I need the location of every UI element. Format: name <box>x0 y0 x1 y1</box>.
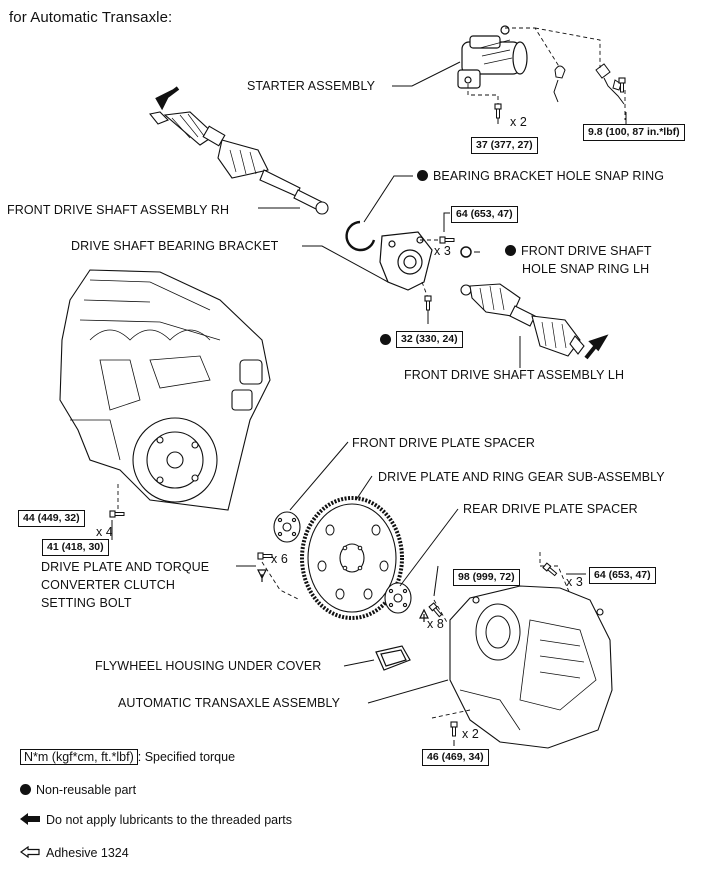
solid-arrow-lh <box>584 334 609 360</box>
legend-no-lubricant: Do not apply lubricants to the threaded … <box>20 813 292 828</box>
non-reusable-dot-icon <box>417 170 428 181</box>
legend-non-reusable-text: Non-reusable part <box>36 783 137 797</box>
legend-torque-unit-box: N*m (kgf*cm, ft.*lbf) <box>20 749 138 765</box>
qty-starter: x 2 <box>510 115 527 129</box>
rear-drive-plate-spacer <box>384 582 412 614</box>
drive-shaft-bearing-bracket <box>379 231 433 291</box>
non-reusable-dot-icon <box>505 245 516 256</box>
label-setting-bolt-line3: SETTING BOLT <box>41 596 132 610</box>
torque-box-transaxle-bottom: 46 (469, 34) <box>422 749 489 766</box>
non-reusable-dot-icon <box>380 334 391 345</box>
outline-arrow-rear <box>419 608 429 622</box>
qty-transaxle-top: x 3 <box>566 575 583 589</box>
label-bearing-bracket-snap-ring: BEARING BRACKET HOLE SNAP RING <box>417 169 664 184</box>
torque-box-engine-lower: 41 (418, 30) <box>42 539 109 556</box>
non-reusable-bolt-indicator <box>380 333 396 348</box>
label-bearing-bracket-snap-ring-text: BEARING BRACKET HOLE SNAP RING <box>433 169 665 183</box>
solid-arrow-rh <box>155 86 180 111</box>
label-setting-bolt-line1: DRIVE PLATE AND TORQUE <box>41 560 210 574</box>
engine-assembly <box>59 269 271 511</box>
front-drive-plate-spacer <box>273 511 301 543</box>
qty-transaxle-bottom: x 2 <box>462 727 479 741</box>
torque-box-starter-connector: 9.8 (100, 87 in.*lbf) <box>583 124 685 141</box>
label-drive-shaft-bearing-bracket: DRIVE SHAFT BEARING BRACKET <box>71 239 279 253</box>
solid-arrow-icon <box>20 813 40 825</box>
non-reusable-dot-icon <box>20 784 31 795</box>
torque-box-bearing-bracket: 64 (653, 47) <box>451 206 518 223</box>
torque-box-starter: 37 (377, 27) <box>471 137 538 154</box>
qty-bracket: x 3 <box>434 244 451 258</box>
label-automatic-transaxle-assembly: AUTOMATIC TRANSAXLE ASSEMBLY <box>118 696 341 710</box>
diagram-heading: for Automatic Transaxle: <box>9 9 173 26</box>
torque-box-bracket-bolt: 32 (330, 24) <box>396 331 463 348</box>
label-front-drive-shaft-lh: FRONT DRIVE SHAFT ASSEMBLY LH <box>404 368 625 382</box>
legend-no-lubricant-text: Do not apply lubricants to the threaded … <box>46 813 292 827</box>
qty-setting-bolt: x 6 <box>271 552 288 566</box>
outline-arrow-icon <box>19 845 40 859</box>
torque-box-transaxle-top: 64 (653, 47) <box>589 567 656 584</box>
front-drive-shaft-lh <box>460 283 585 357</box>
label-starter-assembly: STARTER ASSEMBLY <box>247 79 376 93</box>
starter-connectors <box>553 63 625 105</box>
label-hole-snap-line2: HOLE SNAP RING LH <box>522 262 650 276</box>
torque-box-engine-upper: 44 (449, 32) <box>18 510 85 527</box>
qty-rear-spacer: x 8 <box>427 617 444 631</box>
legend-adhesive-text: Adhesive 1324 <box>46 846 129 860</box>
front-drive-shaft-rh <box>149 111 329 215</box>
label-setting-bolt-line2: CONVERTER CLUTCH <box>41 578 176 592</box>
bearing-snap-ring <box>345 220 376 252</box>
flywheel-housing-under-cover <box>375 645 411 671</box>
label-front-drive-shaft-hole-snap-ring-lh: FRONT DRIVE SHAFT <box>505 244 652 259</box>
label-drive-plate-ring-gear: DRIVE PLATE AND RING GEAR SUB-ASSEMBLY <box>378 470 665 484</box>
legend-non-reusable: Non-reusable part <box>20 783 136 798</box>
label-rear-drive-plate-spacer: REAR DRIVE PLATE SPACER <box>463 502 638 516</box>
torque-box-rear-spacer: 98 (999, 72) <box>453 569 520 586</box>
qty-engine: x 4 <box>96 525 113 539</box>
hole-snap-ring-lh <box>460 246 472 258</box>
outline-arrow-setting <box>257 569 267 582</box>
label-flywheel-housing-under-cover: FLYWHEEL HOUSING UNDER COVER <box>95 659 322 673</box>
label-hole-snap-line1: FRONT DRIVE SHAFT <box>521 244 652 258</box>
legend-specified-torque: N*m (kgf*cm, ft.*lbf): Specified torque <box>20 749 236 765</box>
label-front-drive-plate-spacer: FRONT DRIVE PLATE SPACER <box>352 436 535 450</box>
legend-adhesive: Adhesive 1324 <box>19 845 129 861</box>
drive-plate-ring-gear <box>300 496 404 620</box>
legend-torque-text: : Specified torque <box>137 750 236 764</box>
label-front-drive-shaft-rh: FRONT DRIVE SHAFT ASSEMBLY RH <box>7 203 230 217</box>
automatic-transaxle <box>449 585 613 749</box>
starter-assembly <box>457 25 528 89</box>
